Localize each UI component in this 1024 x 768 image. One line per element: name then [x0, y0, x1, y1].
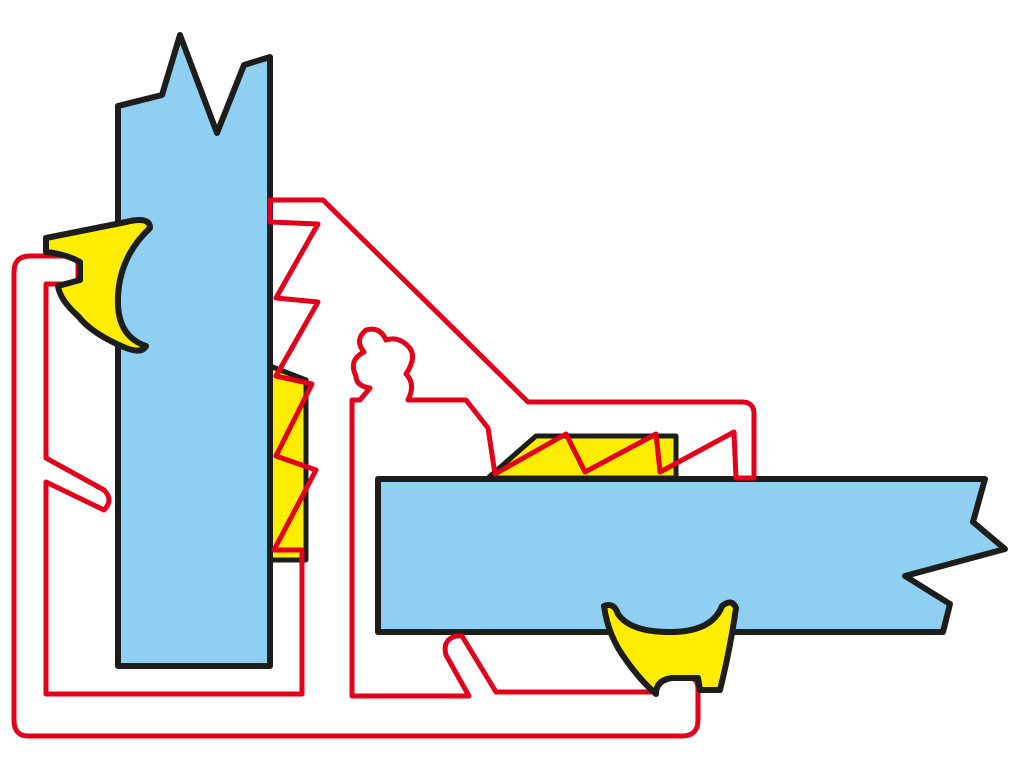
horizontal-panel — [375, 476, 1008, 635]
horizontal-glazing-strip — [485, 433, 679, 481]
lower-right-gasket — [601, 599, 739, 697]
upper-left-gasket — [43, 217, 153, 354]
vertical-panel — [115, 32, 273, 669]
